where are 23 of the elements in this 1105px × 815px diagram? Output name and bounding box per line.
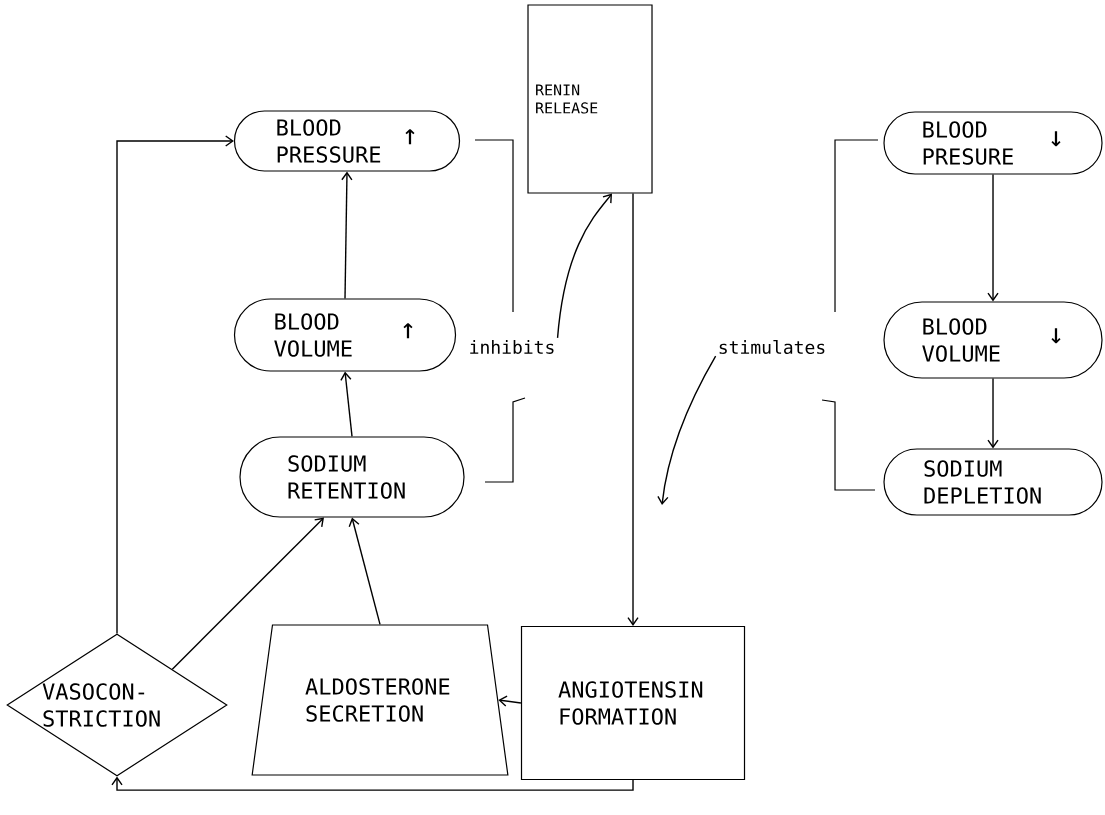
arrow <box>111 776 634 791</box>
arrow <box>171 517 324 670</box>
arrow <box>987 377 999 449</box>
rounded-box: SODIUM DEPLETION <box>883 448 1103 516</box>
curved-arrow <box>657 355 717 505</box>
process-box: ANGIOTENSIN FORMATION <box>520 625 746 781</box>
label-text: inhibits <box>470 340 554 354</box>
arrow <box>627 192 639 626</box>
rounded-box: BLOOD VOLUME ↓ <box>883 301 1103 379</box>
rounded-box: BLOOD PRESSURE ↑ <box>233 110 461 172</box>
process-box: RENIN RELEASE <box>527 4 653 194</box>
trapezoid-box: ALDOSTERONE SECRETION <box>251 624 509 776</box>
rounded-box: BLOOD PRESURE ↓ <box>883 111 1103 175</box>
arrow <box>348 517 381 626</box>
rounded-box: BLOOD VOLUME ↑ <box>233 298 457 372</box>
arrow <box>498 695 522 707</box>
arrow <box>340 371 353 438</box>
arrow <box>987 173 999 302</box>
rounded-box: SODIUM RETENTION <box>239 436 465 518</box>
label-text: stimulates <box>719 340 825 354</box>
arrow <box>341 171 353 300</box>
arrow <box>116 135 234 635</box>
curved-arrow <box>556 193 612 339</box>
